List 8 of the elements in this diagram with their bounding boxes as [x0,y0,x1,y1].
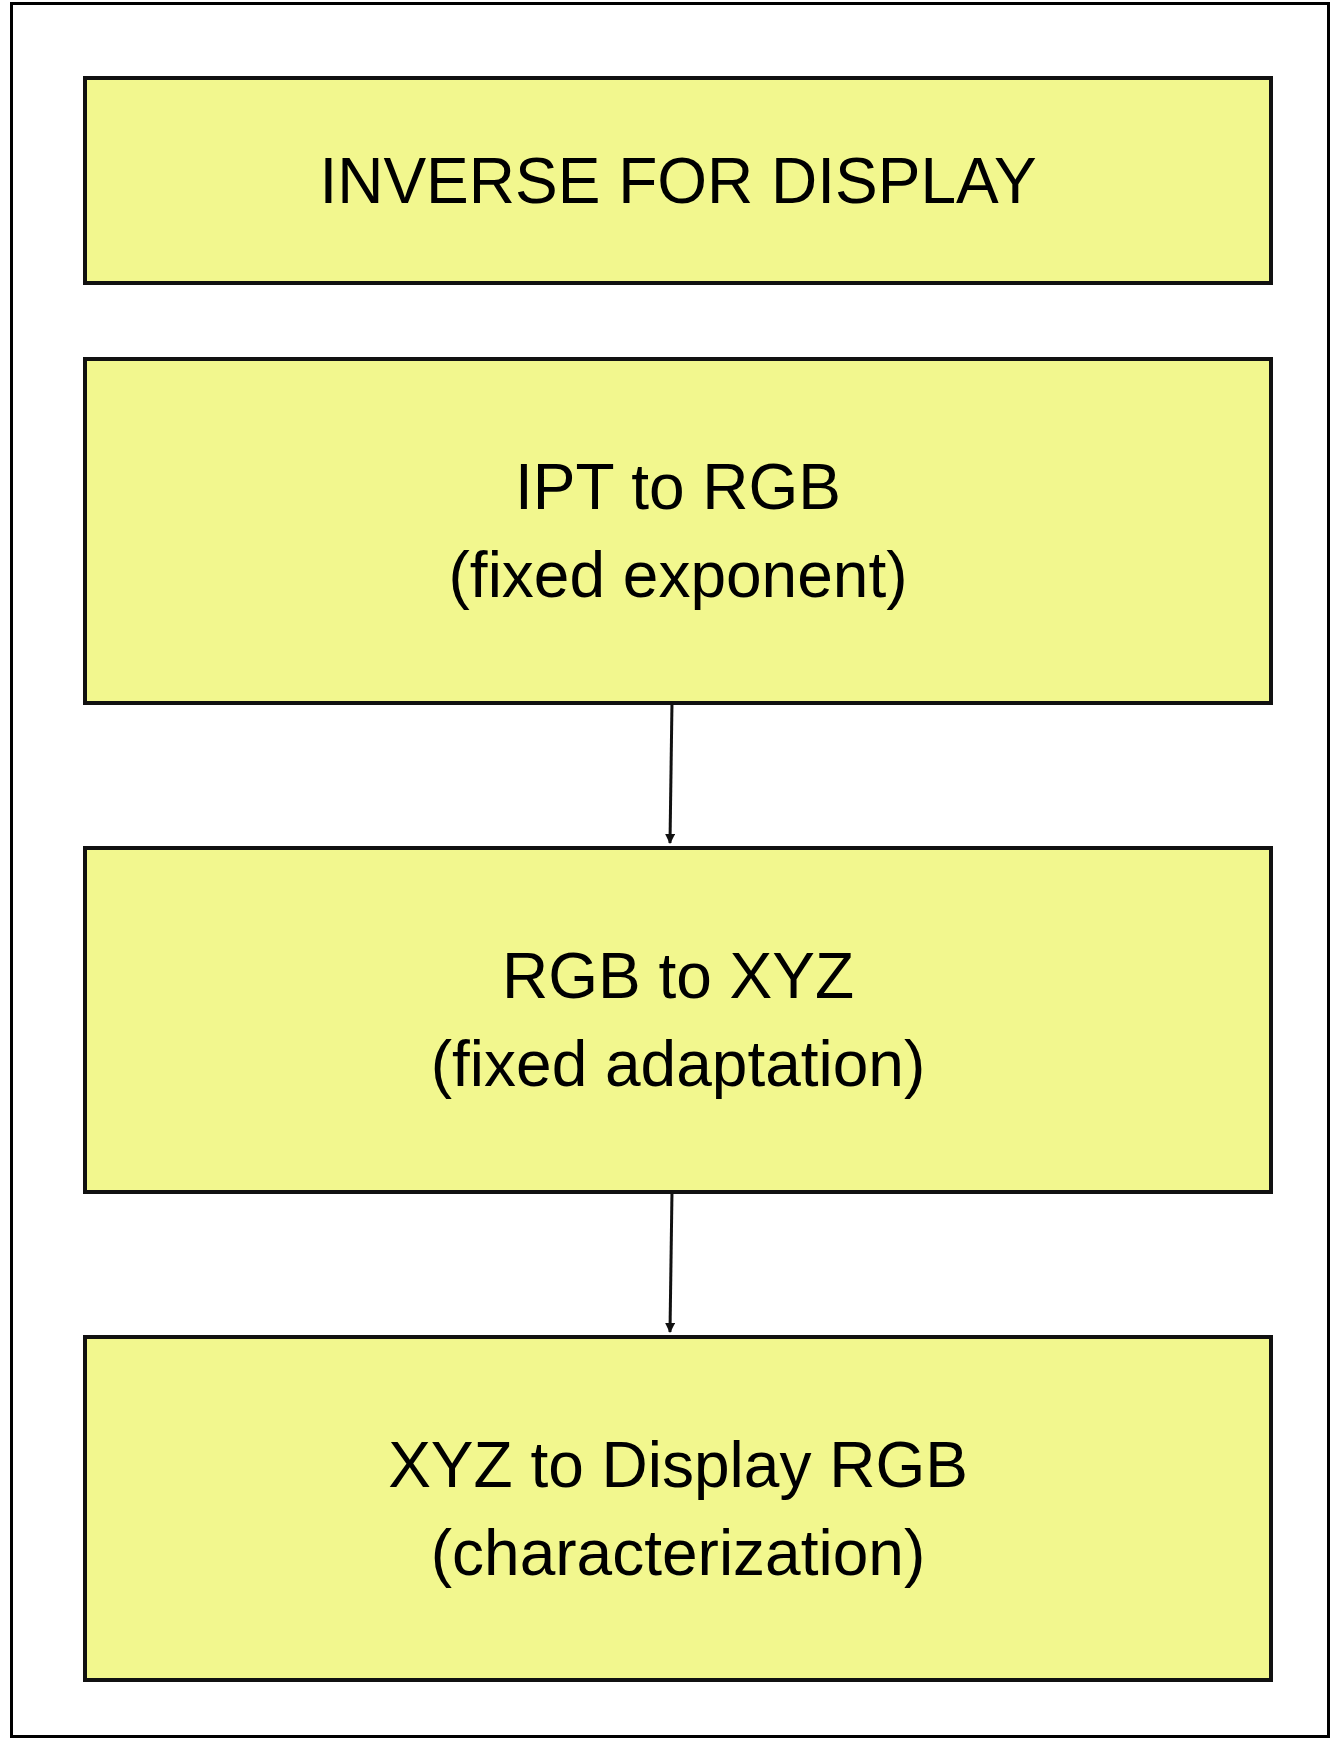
frame-box [10,2,1330,1738]
process-box [83,76,1273,285]
process-box [83,846,1273,1194]
box-title: RGB to XYZ [501,944,855,1008]
box-title: INVERSE FOR DISPLAY [319,148,1037,213]
process-box [83,1335,1273,1682]
box-title: IPT to RGB [515,455,841,519]
process-box [83,357,1273,705]
